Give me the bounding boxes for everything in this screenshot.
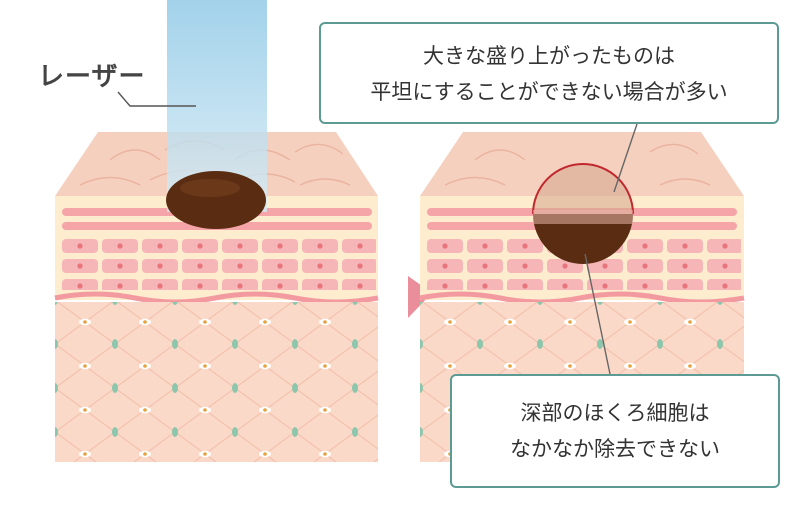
left-mole-highlight [180, 179, 240, 197]
raised-callout-line2: 平坦にすることができない場合が多い [370, 80, 728, 104]
left-dermis [55, 302, 378, 462]
right-basement-line [419, 291, 745, 305]
raised-mole-callout: 大きな盛り上がったものは 平坦にすることができない場合が多い [319, 22, 779, 124]
deep-pointer-line [584, 253, 611, 375]
right-mole-treated-part [533, 164, 633, 214]
deep-callout-line1: 深部のほくろ細胞は [520, 401, 710, 425]
deep-callout-line2: なかなか除去できない [510, 437, 720, 461]
laser-label: レーザー [38, 62, 146, 92]
raised-pointer-line [613, 123, 638, 193]
left-basement-line [54, 291, 379, 305]
deep-cells-callout: 深部のほくろ細胞は なかなか除去できない [450, 374, 780, 488]
right-mole-outline [532, 163, 634, 215]
laser-leader-line [117, 91, 196, 107]
right-skin-texture [444, 143, 711, 186]
right-mole-cell-overlay [533, 210, 633, 224]
right-mole-deep-part [533, 214, 633, 264]
left-cell-grid [58, 236, 376, 290]
raised-callout-line1: 大きな盛り上がったものは [423, 44, 675, 68]
left-skin-block [54, 0, 379, 462]
